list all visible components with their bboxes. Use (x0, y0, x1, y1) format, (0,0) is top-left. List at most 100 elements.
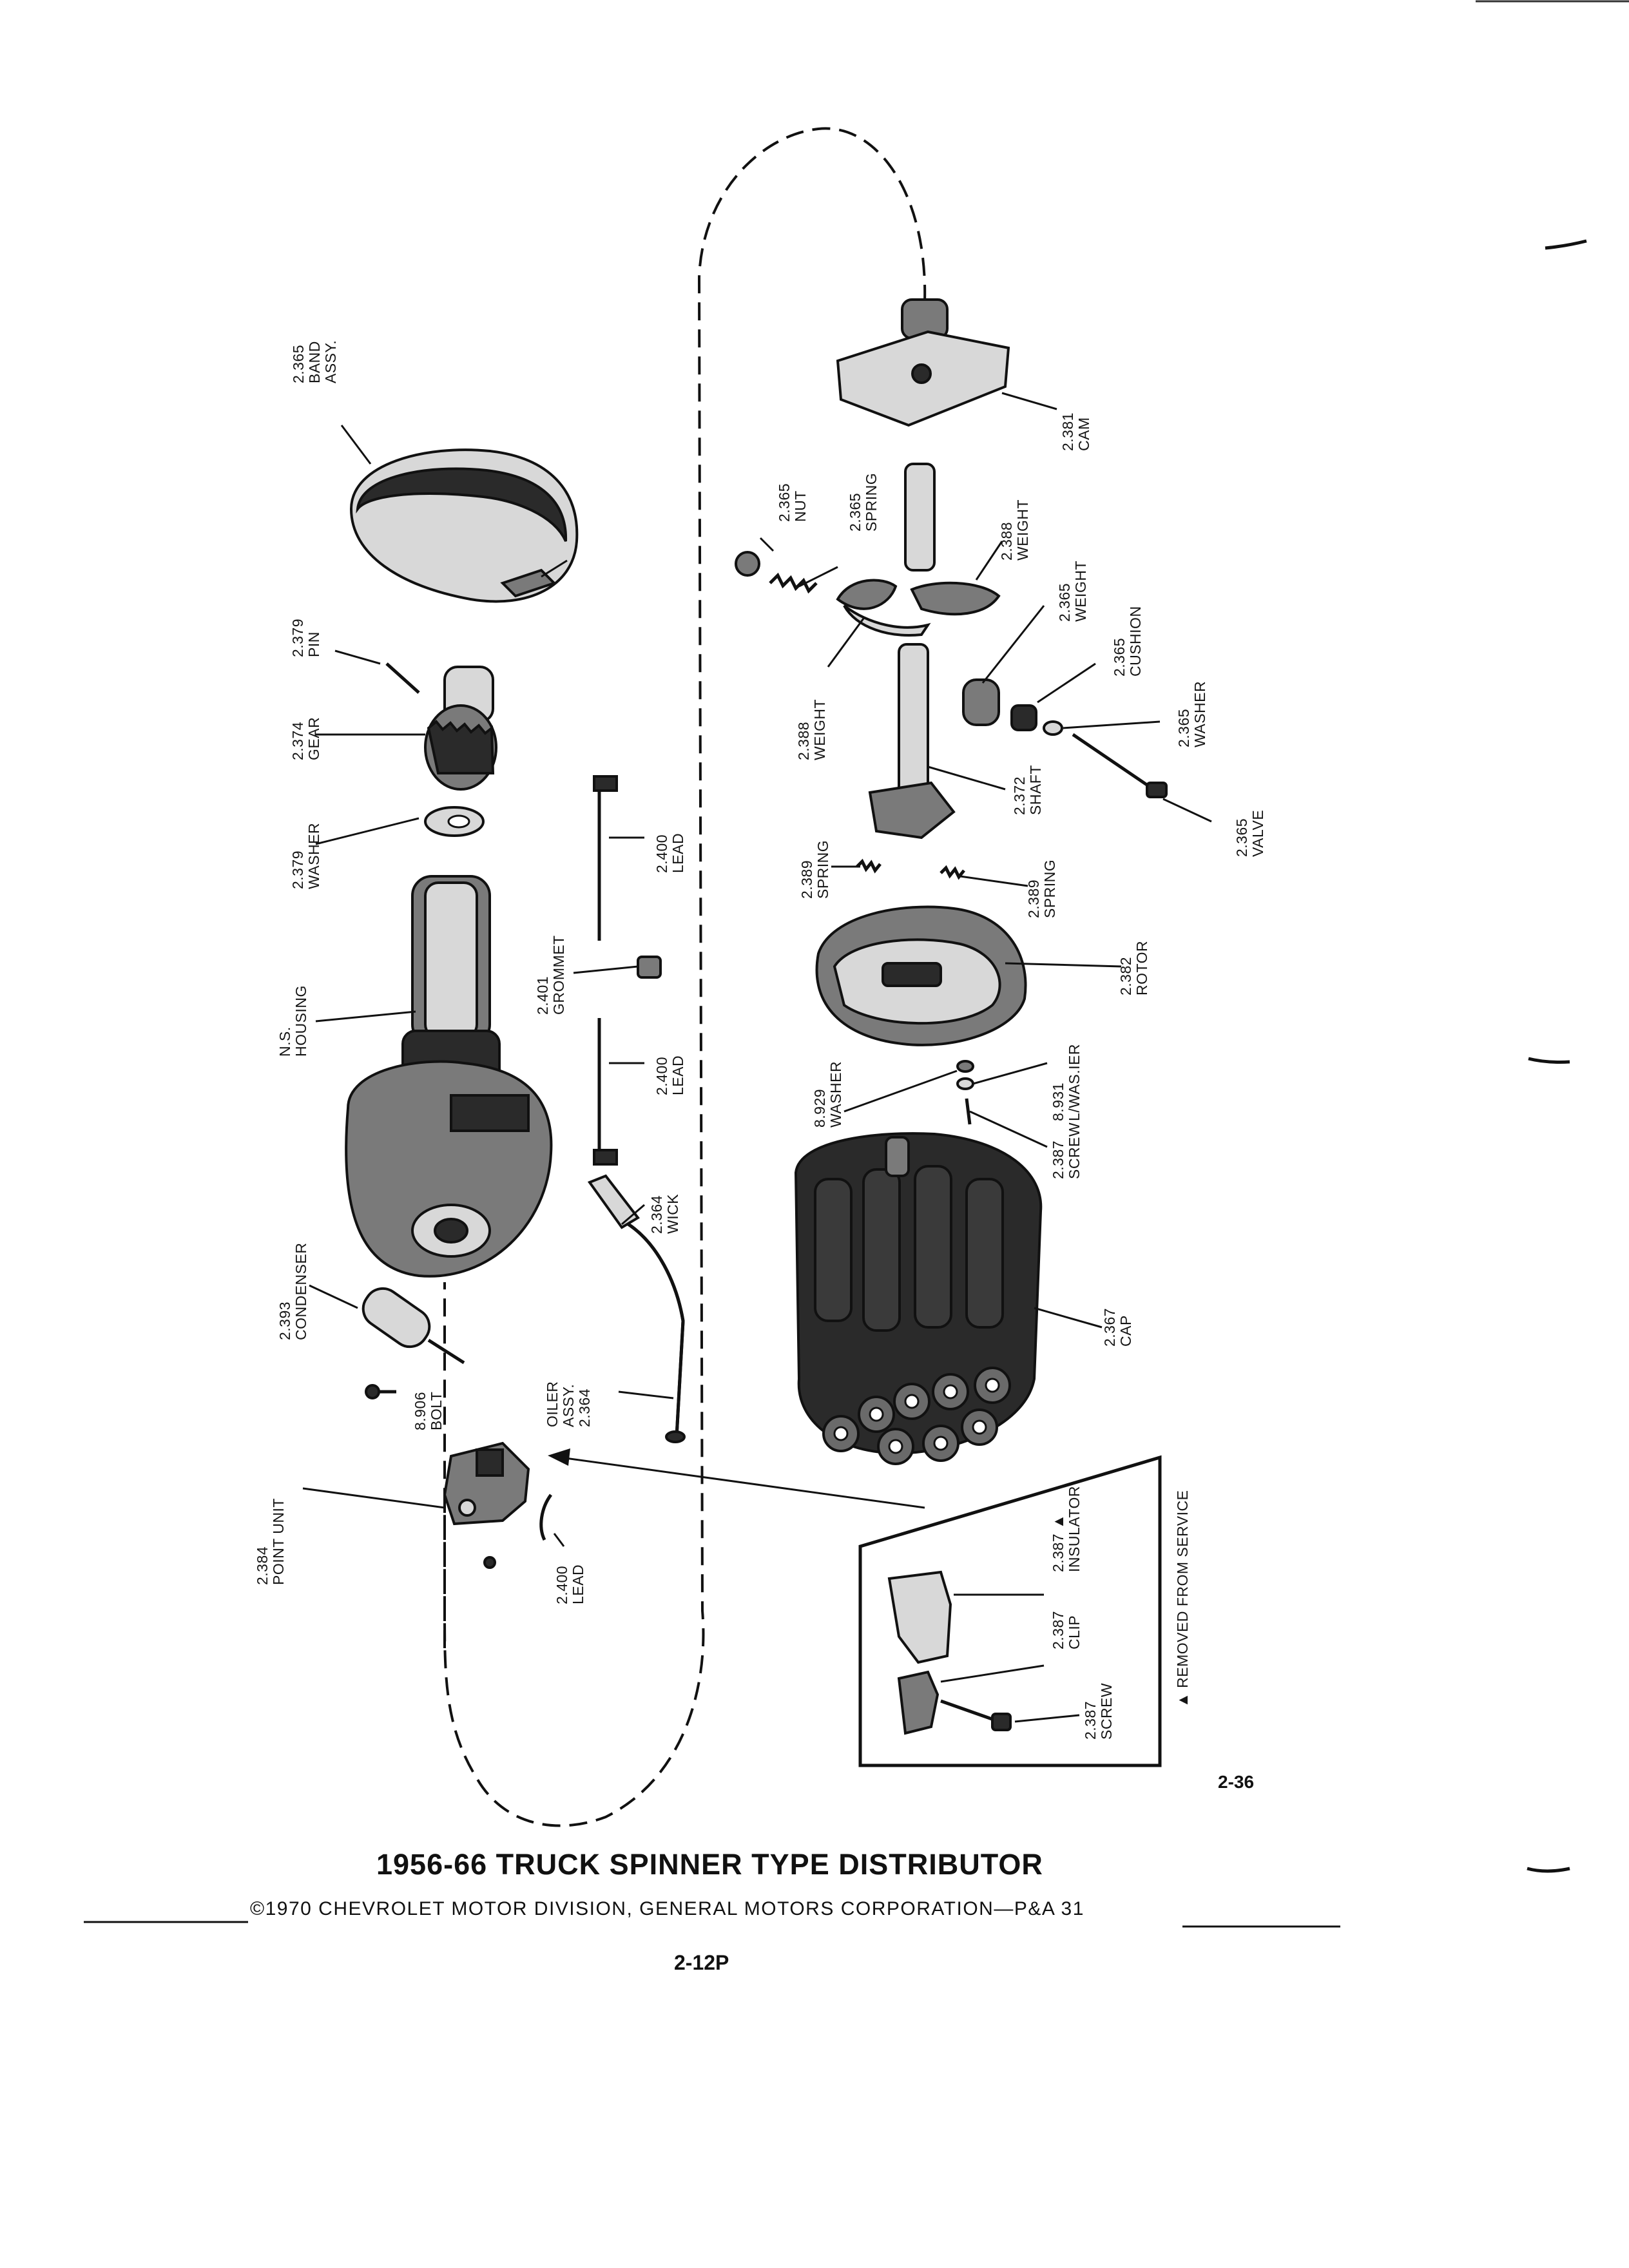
cap-part (794, 1132, 1043, 1465)
svg-text:2.367CAP: 2.367CAP (1101, 1308, 1134, 1347)
callout-clip: 2.387CLIP (1050, 1611, 1083, 1649)
leader-lines (302, 392, 1212, 1547)
callout-grommet: 2.401GROMMET (534, 935, 567, 1015)
svg-text:▲ REMOVED FROM SERVICE: ▲ REMOVED FROM SERVICE (1174, 1490, 1191, 1708)
page-number: 2-12P (674, 1951, 729, 1974)
grommet-part (637, 956, 662, 979)
assembly-path-loop (443, 127, 927, 1827)
callout-bolt: 8.906BOLT (412, 1392, 445, 1430)
valve-part (1072, 733, 1168, 798)
callout-lead-upper: 2.400LEAD (653, 833, 686, 873)
svg-text:2.389SPRING: 2.389SPRING (1025, 860, 1058, 918)
callout-gear: 2.374GEAR (289, 717, 322, 760)
condenser-part (361, 1287, 465, 1365)
callout-washer-lower: 2.379WASHER (289, 823, 322, 889)
scan-edge-mark (1527, 1867, 1570, 1873)
lead-point-part (539, 1494, 553, 1541)
screw-inset-part (940, 1699, 1012, 1731)
svg-text:2.374GEAR: 2.374GEAR (289, 717, 322, 760)
svg-text:2.387SCREW: 2.387SCREW (1050, 1122, 1083, 1179)
spring-right-part (940, 865, 965, 880)
wick-part (587, 1174, 640, 1229)
callout-weight-right: 2.388WEIGHT (998, 499, 1031, 561)
weight-right-part (904, 463, 1001, 616)
callout-valve: 2.365VALVE (1233, 810, 1266, 857)
svg-text:8.929WASHER: 8.929WASHER (811, 1061, 844, 1128)
svg-text:2.400LEAD: 2.400LEAD (653, 833, 686, 873)
callout-screw-inset: 2.387SCREW (1082, 1683, 1115, 1740)
callout-washer-upper: 2.365WASHER (1175, 681, 1208, 747)
spring-left-part (856, 858, 882, 874)
washer-lower-part (424, 806, 485, 837)
lead-lower-part (593, 1018, 618, 1166)
callout-shaft: 2.372SHAFT (1011, 765, 1044, 815)
callout-pin: 2.379PIN (289, 619, 322, 657)
scan-edge-mark (1545, 239, 1587, 250)
svg-text:2.382ROTOR: 2.382ROTOR (1117, 941, 1150, 995)
svg-text:2.365NUT: 2.365NUT (776, 483, 809, 522)
callout-insulator: 2.387 ▲INSULATOR (1050, 1486, 1083, 1572)
callout-nut: 2.365NUT (776, 483, 809, 522)
svg-text:2.365CUSHION: 2.365CUSHION (1111, 606, 1144, 677)
rotor-part (815, 905, 1027, 1046)
removed-from-service-note: ▲ REMOVED FROM SERVICE (1174, 1490, 1191, 1708)
page-title: 1956-66 TRUCK SPINNER TYPE DISTRIBUTOR (376, 1848, 1043, 1881)
callout-band: 2.365BANDASSY. (290, 340, 339, 383)
callout-spring-right: 2.389SPRING (1025, 860, 1058, 918)
svg-text:2.401GROMMET: 2.401GROMMET (534, 935, 567, 1015)
housing-part (345, 875, 553, 1278)
callout-lead-lower: 2.400LEAD (653, 1055, 686, 1095)
svg-text:8.906BOLT: 8.906BOLT (412, 1392, 445, 1430)
svg-text:2.365VALVE: 2.365VALVE (1233, 810, 1266, 857)
point-unit-part (443, 1441, 530, 1569)
washer-upper-part (1043, 720, 1063, 736)
nut-part (735, 551, 760, 577)
bolt-part (365, 1384, 396, 1399)
svg-text:2.365SPRING: 2.365SPRING (847, 473, 880, 532)
svg-text:2.387CLIP: 2.387CLIP (1050, 1611, 1083, 1649)
insulator-part (887, 1570, 952, 1664)
arrow-head (548, 1448, 570, 1466)
callout-spring-left: 2.389SPRING (798, 840, 831, 899)
svg-text:2.372SHAFT: 2.372SHAFT (1011, 765, 1044, 815)
svg-text:2.400LEAD: 2.400LEAD (653, 1055, 686, 1095)
inset-pointer-arrow (560, 1456, 925, 1509)
callout-condenser: 2.393CONDENSER (276, 1243, 309, 1340)
svg-text:2.400LEAD: 2.400LEAD (554, 1564, 586, 1604)
svg-text:8.931L/WAS.IER: 8.931L/WAS.IER (1050, 1044, 1083, 1121)
svg-text:2.388WEIGHT: 2.388WEIGHT (795, 699, 828, 760)
svg-text:2.381CAM: 2.381CAM (1059, 412, 1092, 451)
callout-oiler: OILERASSY.2.364 (544, 1381, 593, 1427)
callout-cam: 2.381CAM (1059, 412, 1092, 451)
svg-text:2.364WICK: 2.364WICK (648, 1194, 681, 1234)
shaft-part (868, 643, 956, 840)
copyright-line: ©1970 CHEVROLET MOTOR DIVISION, GENERAL … (250, 1898, 1084, 1919)
cushion-part (1010, 704, 1037, 731)
svg-text:N.S.HOUSING: N.S.HOUSING (276, 985, 309, 1057)
svg-text:2.384POINT UNIT: 2.384POINT UNIT (254, 1498, 287, 1585)
callout-weight-small: 2.365WEIGHT (1056, 561, 1089, 622)
callout-cushion: 2.365CUSHION (1111, 606, 1144, 677)
figure-number: 2-36 (1218, 1772, 1255, 1792)
callout-spring-upper: 2.365SPRING (847, 473, 880, 532)
callout-weight-left: 2.388WEIGHT (795, 699, 828, 760)
washer-rotor-part (956, 1060, 974, 1090)
callout-housing: N.S.HOUSING (276, 985, 309, 1057)
callout-wick: 2.364WICK (648, 1194, 681, 1234)
removed-parts-inset (858, 1455, 1162, 1767)
weight-left-part (836, 579, 931, 637)
callout-screw-cap: 2.387SCREW (1050, 1122, 1083, 1179)
scan-edge-mark (1528, 1057, 1570, 1064)
svg-text:2.365WASHER: 2.365WASHER (1175, 681, 1208, 747)
svg-text:2.365BANDASSY.: 2.365BANDASSY. (290, 340, 339, 383)
svg-text:2.393CONDENSER: 2.393CONDENSER (276, 1243, 309, 1340)
pin-part (385, 662, 420, 694)
svg-text:2.387SCREW: 2.387SCREW (1082, 1683, 1115, 1740)
callout-lead-point: 2.400LEAD (554, 1564, 586, 1604)
callout-point-unit: 2.384POINT UNIT (254, 1498, 287, 1585)
svg-text:OILERASSY.2.364: OILERASSY.2.364 (544, 1381, 593, 1427)
band-assembly-part (349, 448, 579, 603)
svg-text:2.365WEIGHT: 2.365WEIGHT (1056, 561, 1089, 622)
